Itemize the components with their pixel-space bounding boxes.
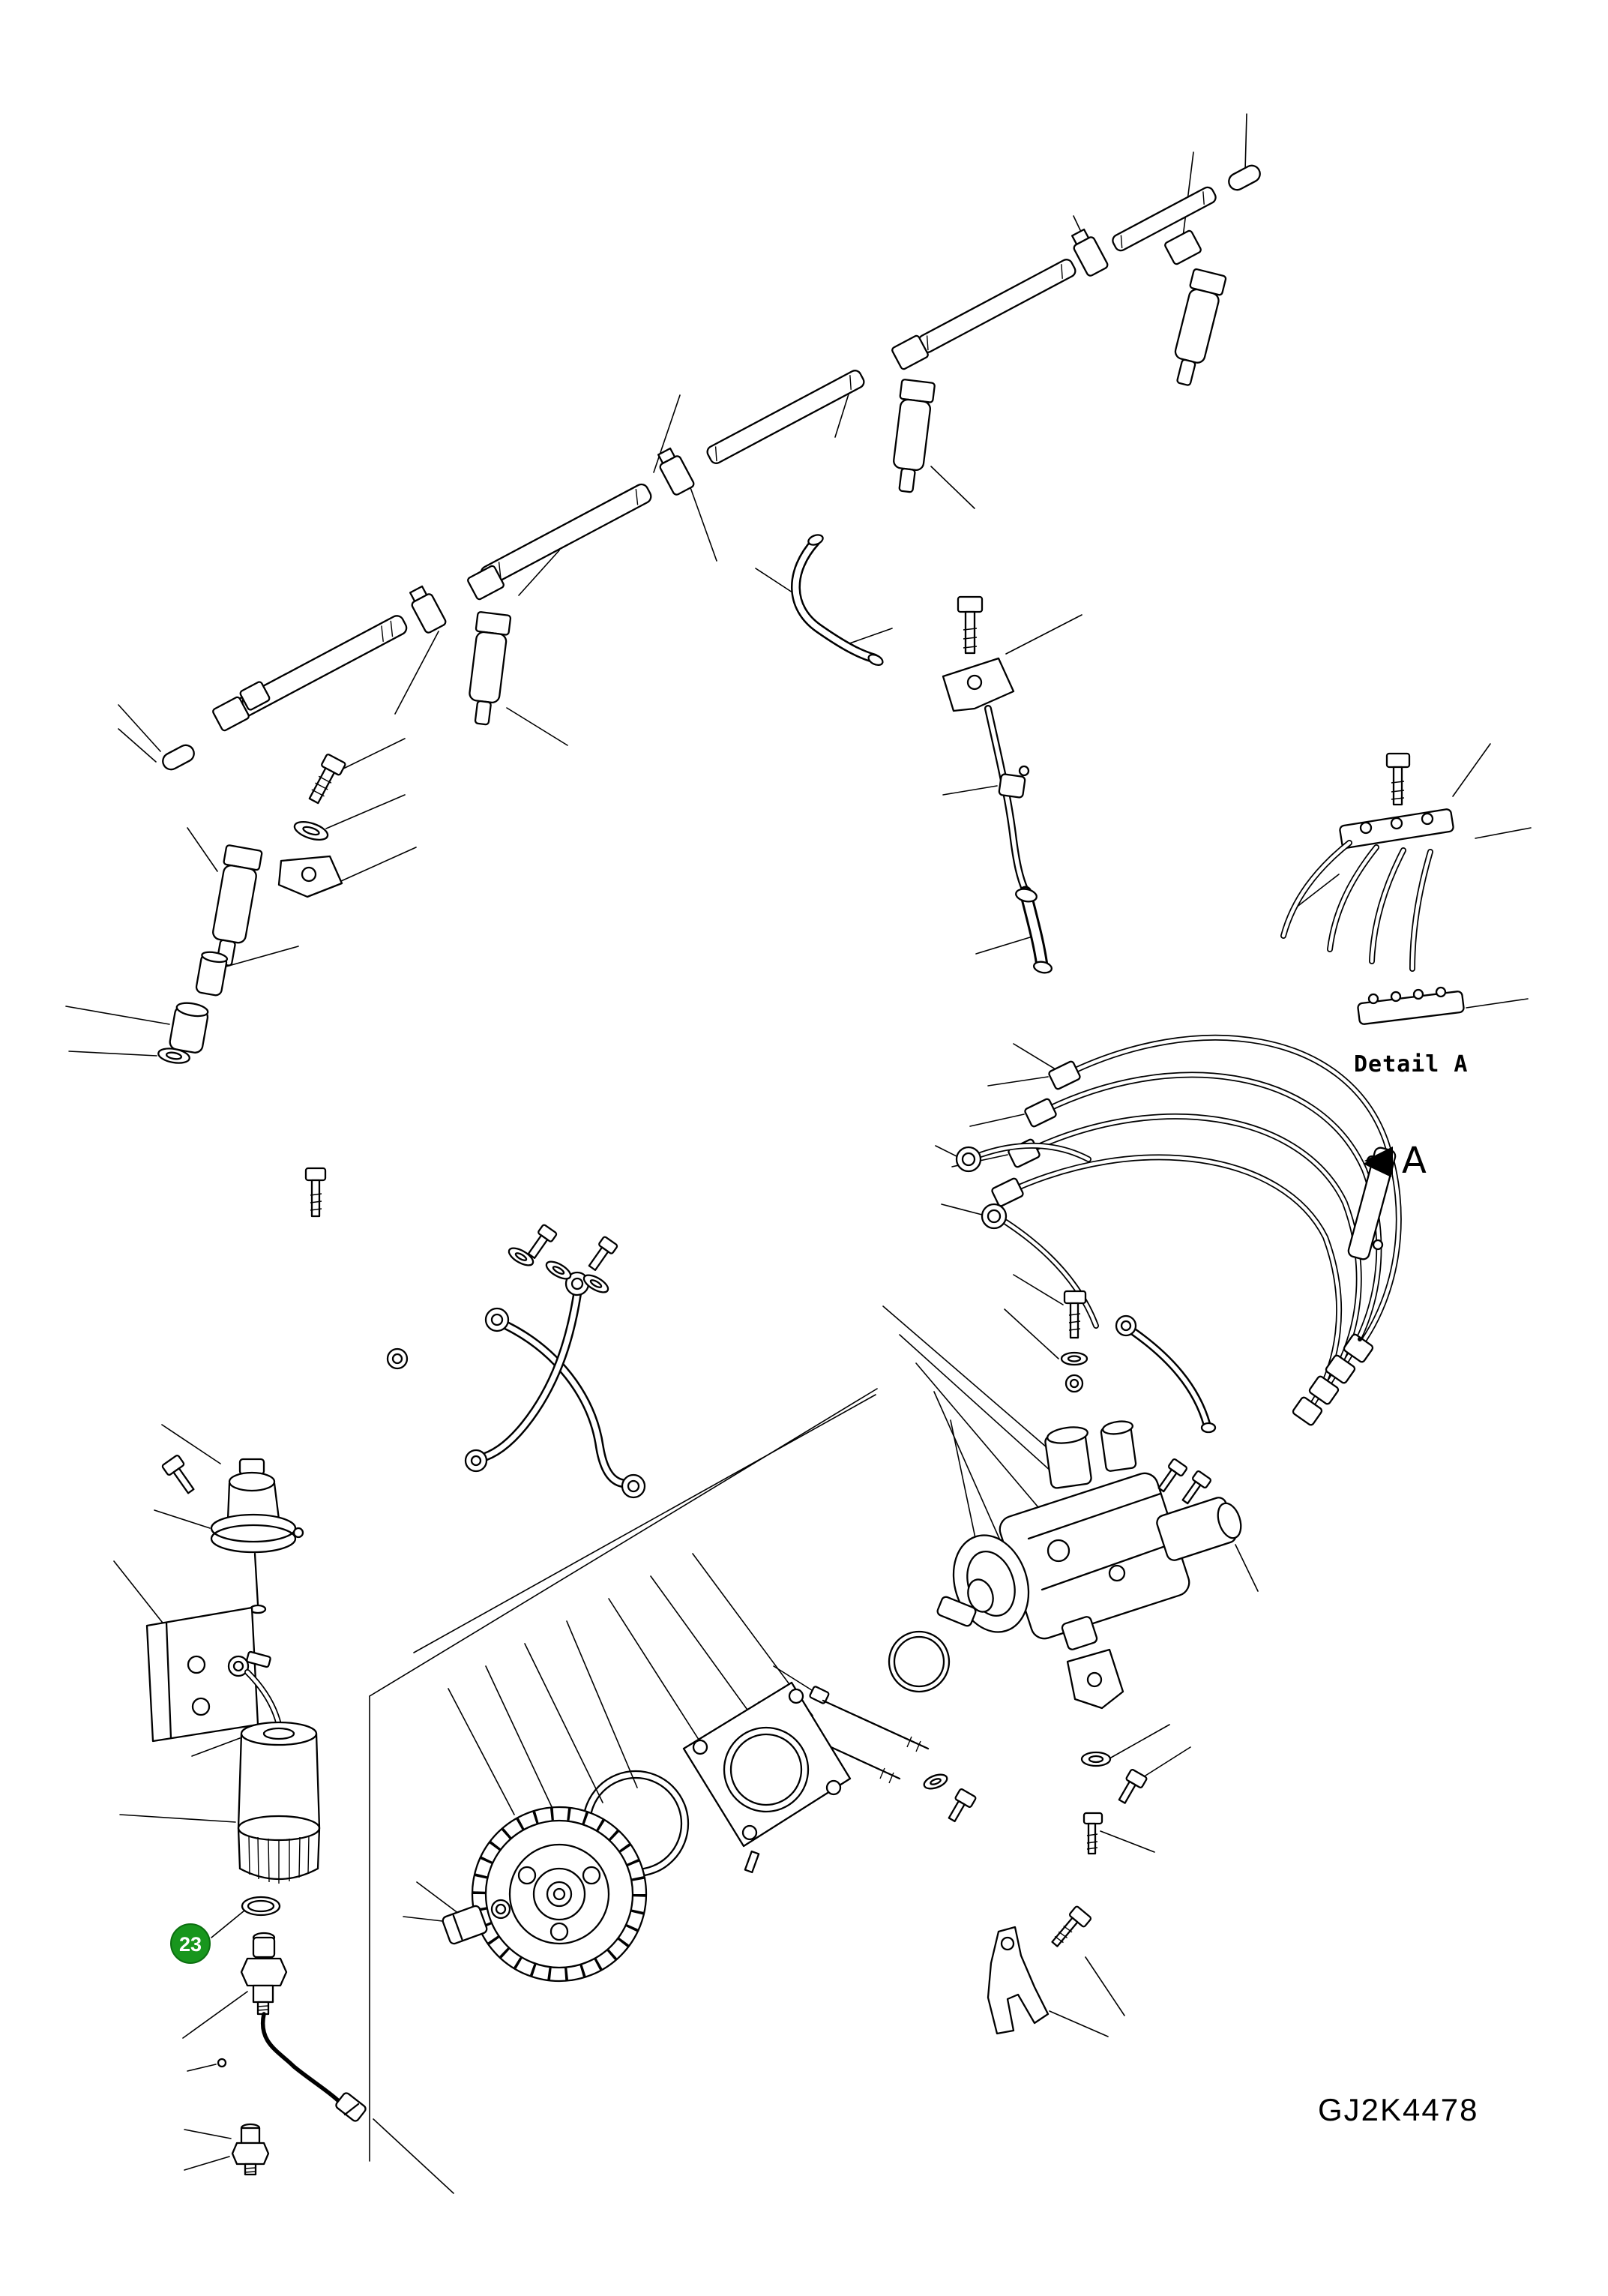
injection-pump — [936, 1420, 1242, 1650]
banjo-bolt — [527, 1224, 558, 1259]
banjo-bolt — [588, 1236, 618, 1271]
priming-pump-head — [210, 1458, 304, 1614]
eye-joint — [981, 1203, 1099, 1329]
pump-cylinder — [1044, 1426, 1092, 1489]
injector — [469, 611, 512, 726]
end-fitting — [212, 696, 250, 732]
drive-gear — [471, 1806, 648, 1983]
washer — [293, 820, 329, 841]
washer — [923, 1773, 948, 1790]
washer — [508, 1247, 535, 1266]
governor-unit — [1156, 1497, 1242, 1561]
view-a-arrow-icon — [1364, 1147, 1393, 1175]
bolt — [1181, 1470, 1211, 1505]
bolt — [1157, 1458, 1187, 1493]
wire-connector — [335, 2092, 367, 2122]
hose-clamp — [1071, 228, 1109, 277]
tee-fitting — [891, 334, 929, 370]
exploded-injector-parts — [157, 754, 346, 1064]
filter-bracket — [145, 1606, 271, 1743]
fork-bracket — [987, 1905, 1092, 2035]
hose-clamp — [409, 585, 447, 634]
injector — [893, 379, 936, 493]
reference-dot — [1358, 1337, 1362, 1341]
bolt — [1051, 1905, 1092, 1947]
end-cap — [162, 744, 195, 771]
fuel-sensor-assembly — [217, 1932, 367, 2176]
plug-and-ring — [442, 1899, 511, 1945]
callout-23-number: 23 — [179, 1933, 202, 1956]
pump-mount-parts — [794, 1648, 1148, 1855]
bracket-plate — [942, 657, 1015, 712]
eye-joint — [955, 1142, 1091, 1173]
leader-lines — [65, 113, 1532, 2194]
boundary-lines — [369, 1388, 878, 2162]
washer — [582, 1274, 609, 1293]
bolt-washer-above-pump — [1060, 1290, 1217, 1434]
fuel-return-rail — [162, 164, 1261, 771]
pipe-bracket-assembly — [942, 595, 1053, 974]
washer — [545, 1260, 572, 1280]
elbow-fitting — [239, 681, 271, 711]
callout-23[interactable]: 23 — [170, 1910, 245, 1964]
bolt — [308, 754, 346, 805]
pipe-clamp-bar-lower — [1357, 986, 1465, 1025]
drive-shaft — [936, 1596, 977, 1627]
tee-fitting — [467, 565, 505, 601]
support-bracket — [1066, 1648, 1124, 1710]
pipe-clamp — [998, 765, 1030, 799]
injection-pipes-detail — [1280, 840, 1433, 972]
stud-bolt — [809, 1686, 930, 1752]
tee-fitting — [1164, 229, 1202, 265]
figure-code: GJ2K4478 — [1318, 2092, 1479, 2127]
bolt — [161, 1455, 195, 1494]
bolt — [957, 595, 984, 655]
nozzle-cup — [169, 1002, 209, 1054]
detail-a-assembly — [1280, 752, 1465, 1025]
injector-sleeve — [195, 951, 229, 997]
bolt — [304, 1167, 327, 1218]
bolt — [1082, 1812, 1103, 1855]
end-cap — [1228, 164, 1261, 191]
small-o-ring — [888, 1630, 951, 1693]
washer — [157, 1048, 190, 1064]
fuel-filter-assembly — [145, 1455, 321, 1917]
gasket-plate — [277, 855, 343, 898]
injector — [1174, 268, 1227, 386]
bolt — [1385, 752, 1411, 806]
bolt — [1118, 1769, 1148, 1804]
detail-a-label: Detail A — [1354, 1051, 1469, 1078]
view-a-label: A — [1364, 1140, 1427, 1182]
o-ring — [241, 1896, 281, 1917]
pump-cylinder — [1100, 1420, 1137, 1472]
grommet — [217, 2058, 227, 2068]
mounting-flange — [682, 1681, 852, 1874]
injection-pipe-bundle — [955, 1034, 1402, 1426]
banjo-hose — [1115, 1314, 1217, 1434]
bolt — [948, 1788, 977, 1823]
overflow-hose — [791, 534, 884, 667]
fuel-hoses — [304, 1167, 646, 1499]
view-a-letter: A — [1402, 1140, 1427, 1182]
fuel-injectors — [469, 268, 1227, 726]
filter-canister — [237, 1721, 321, 1884]
pipe-clamp-bar-upper — [1339, 808, 1454, 849]
hose-clamp — [657, 447, 695, 496]
drain-plug — [231, 2123, 270, 2176]
injector-body — [212, 844, 263, 967]
callout-23-circle — [170, 1923, 211, 1964]
